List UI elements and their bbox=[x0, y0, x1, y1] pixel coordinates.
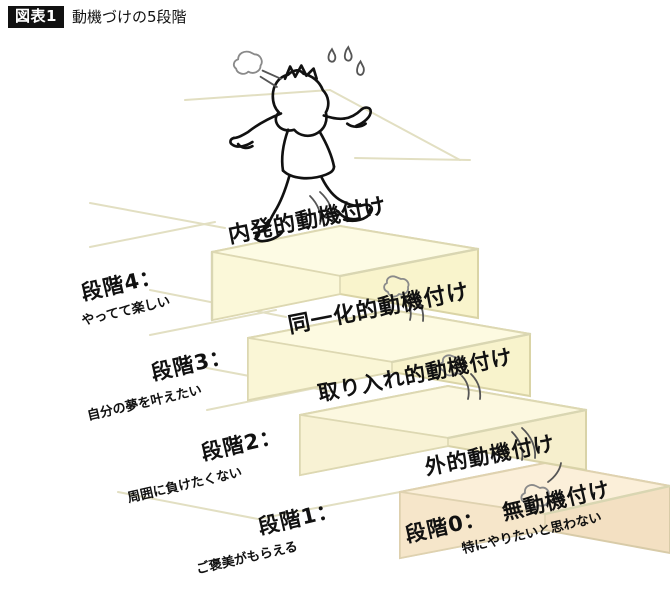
dust-puff-icon-1 bbox=[383, 275, 425, 322]
motion-arcs bbox=[309, 191, 536, 461]
running-person-icon bbox=[229, 45, 374, 243]
step-outer-motivation bbox=[399, 461, 670, 560]
figure-number-badge: 図表1 bbox=[8, 6, 64, 28]
step-identified-motivation bbox=[247, 308, 532, 402]
step-intrinsic-motivation bbox=[210, 224, 480, 322]
figure-header: 図表1 動機づけの5段階 bbox=[8, 6, 186, 28]
step-introjected-motivation bbox=[299, 384, 588, 477]
dust-puff-icon-2 bbox=[439, 354, 482, 400]
top-landing-lines bbox=[184, 89, 471, 161]
dust-puff-icon-3 bbox=[520, 462, 562, 510]
page-title: 動機づけの5段階 bbox=[71, 7, 187, 26]
